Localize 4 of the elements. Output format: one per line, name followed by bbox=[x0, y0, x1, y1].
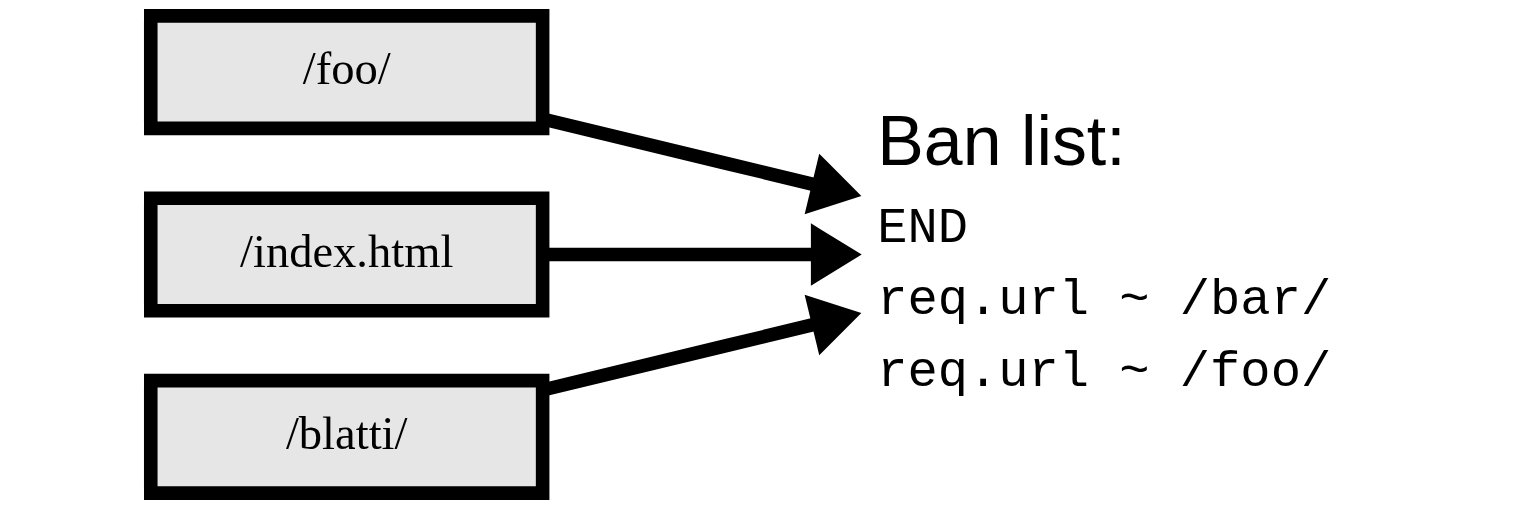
node-box: /blatti/ bbox=[143, 373, 550, 500]
node-text: Ban list: END req.url ~ /bar/ req.url ~ /foo/ bbox=[877, 101, 1332, 402]
node-box: /foo/ bbox=[143, 9, 550, 136]
node-box: /index.html bbox=[143, 191, 550, 318]
